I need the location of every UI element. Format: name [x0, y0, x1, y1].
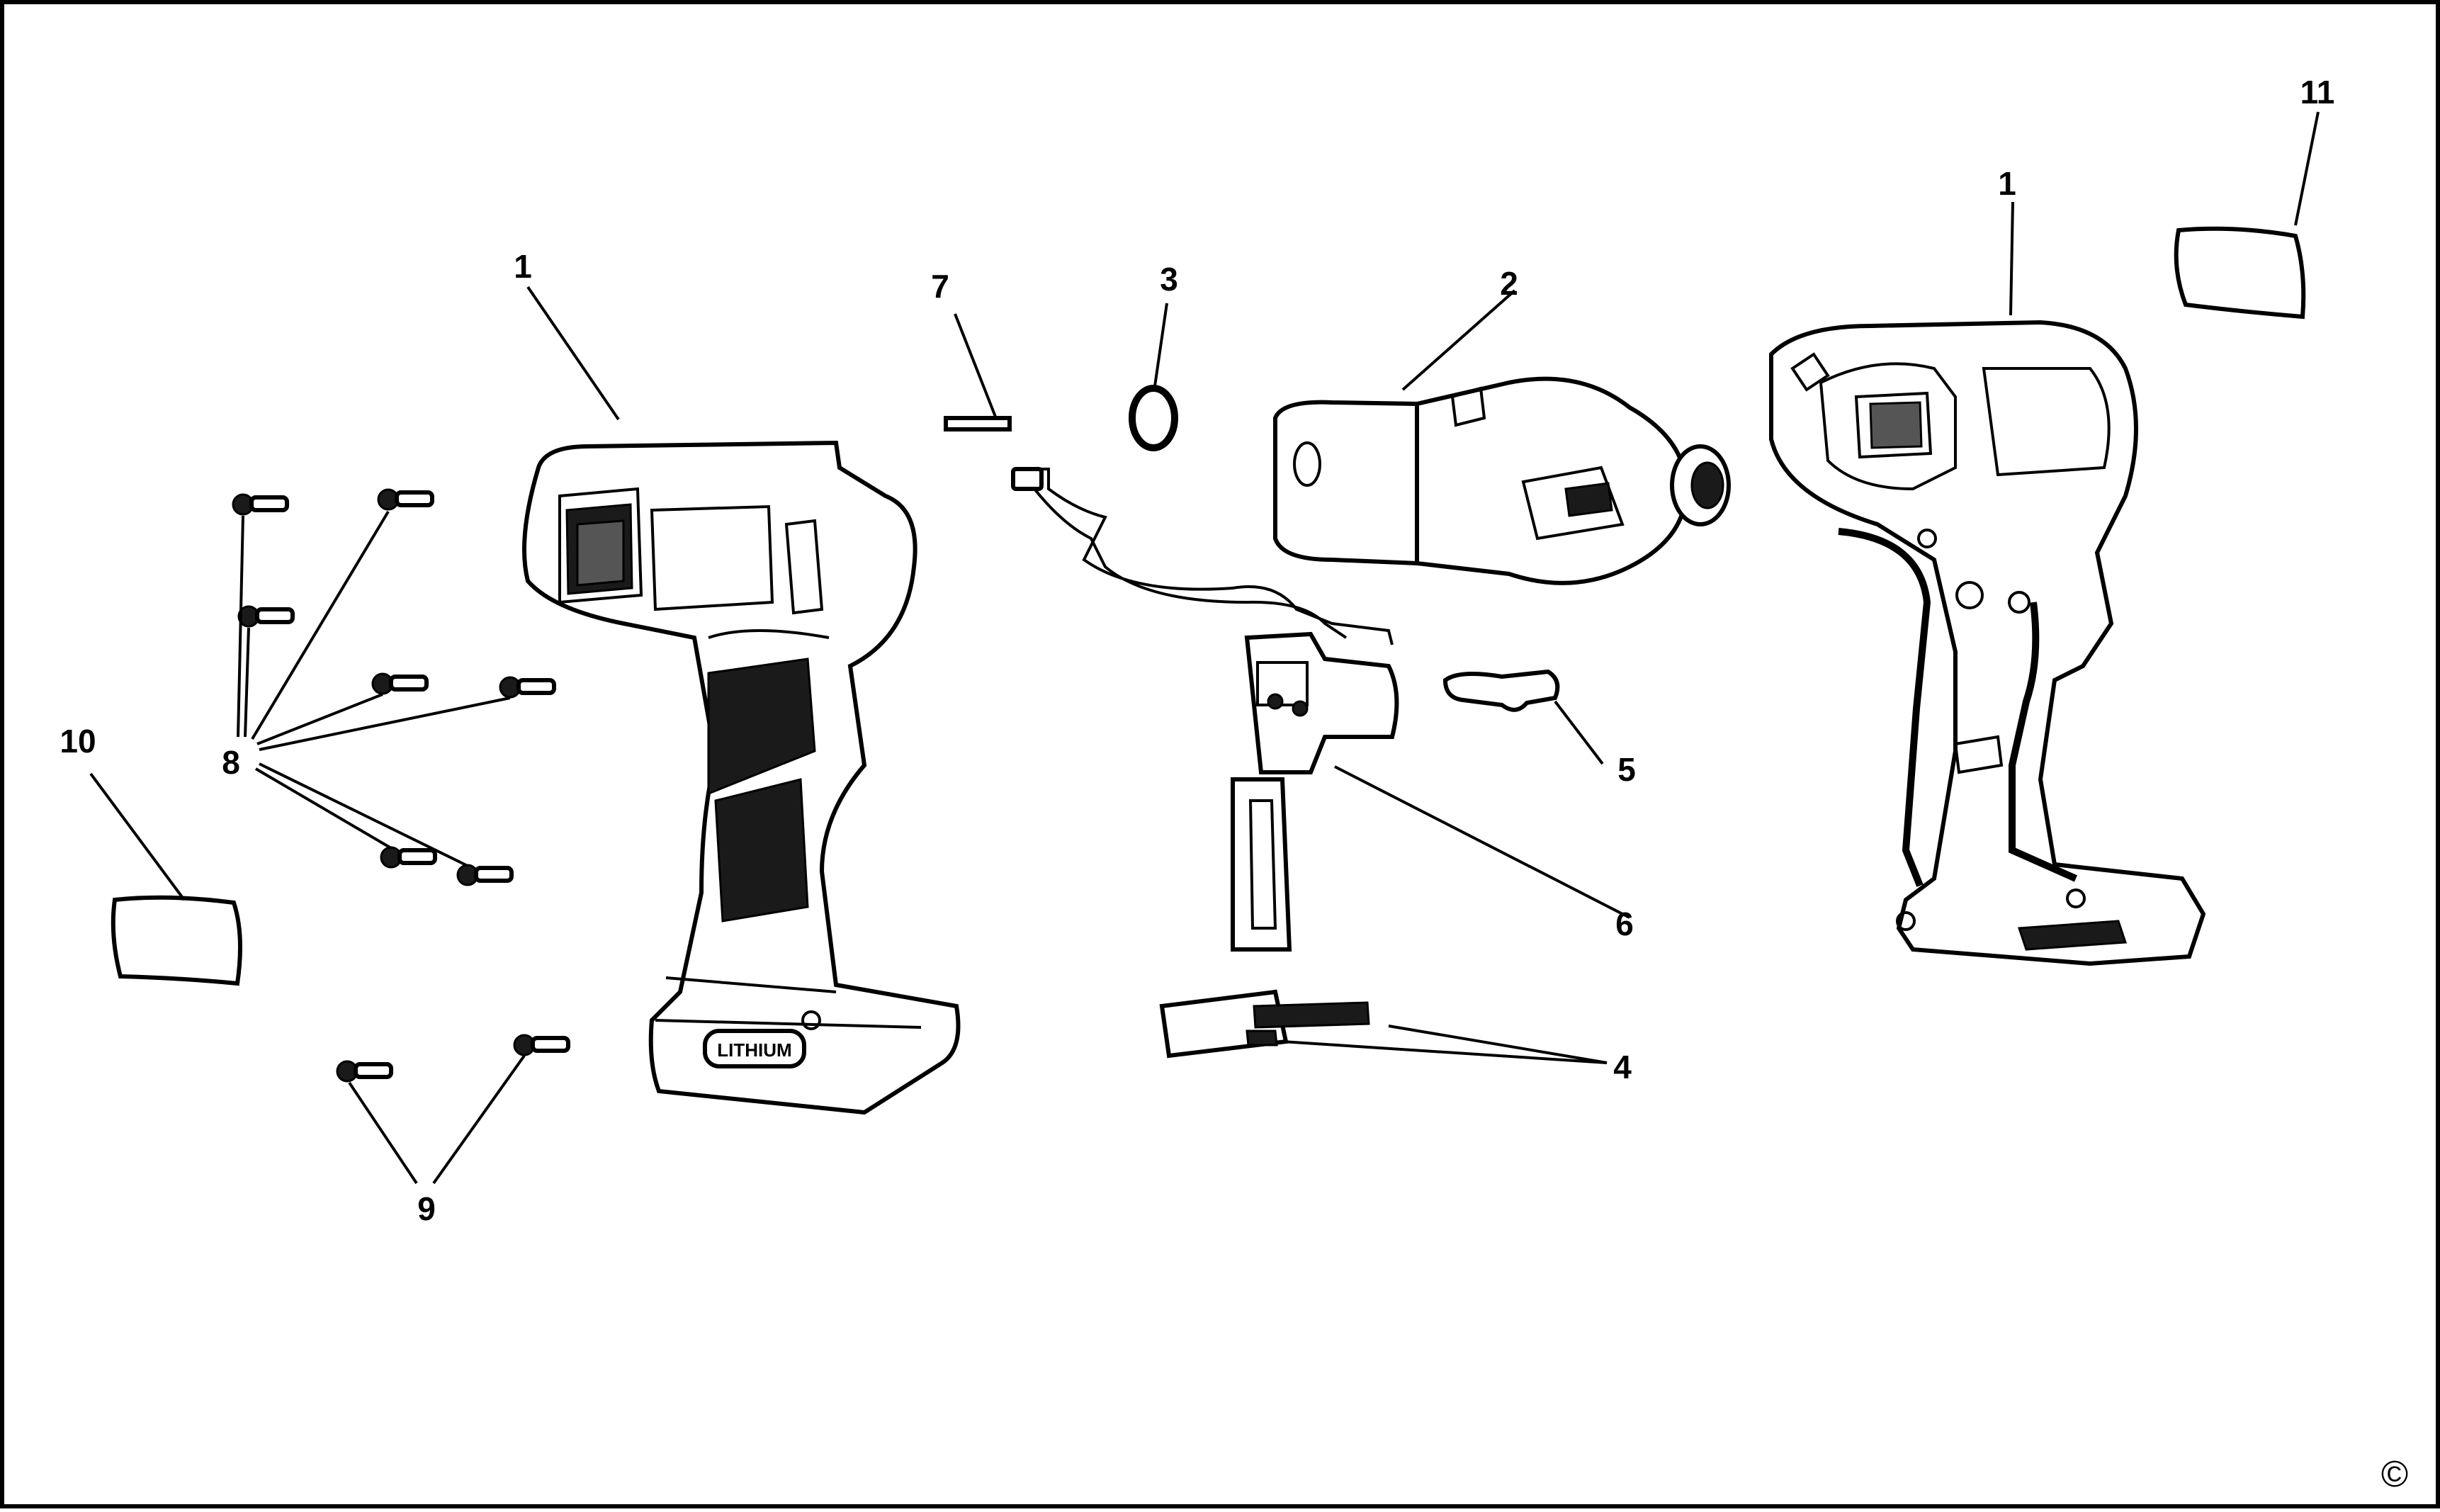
screw — [513, 1034, 570, 1056]
screws-4 — [1246, 1001, 1370, 1046]
screw — [237, 605, 295, 628]
right-housing-half — [1769, 320, 2206, 966]
forward-reverse-lever-5 — [1442, 669, 1560, 712]
callout-6: 6 — [1615, 905, 1634, 942]
housing-badge-text: LITHIUM — [717, 1039, 791, 1061]
callout-9: 9 — [417, 1190, 436, 1227]
callout-1-right: 1 — [1998, 165, 2016, 202]
copyright-mark: © — [2381, 1454, 2408, 1495]
left-housing-half: LITHIUM — [522, 440, 961, 1115]
callout-10: 10 — [60, 723, 96, 760]
leader-lines — [89, 111, 2320, 1185]
screw — [371, 672, 429, 695]
screw — [499, 676, 556, 699]
callout-2: 2 — [1500, 265, 1518, 302]
label-plate-10 — [111, 895, 242, 986]
label-plate-11 — [2174, 226, 2306, 320]
gearbox-assembly-2 — [1273, 376, 1731, 585]
screws-group-9 — [336, 1034, 570, 1083]
callout-5: 5 — [1617, 751, 1636, 788]
callout-1-left: 1 — [514, 248, 532, 285]
screw — [232, 493, 289, 516]
callout-7: 7 — [931, 268, 949, 305]
o-ring-3 — [1129, 385, 1178, 451]
housing-badge — [703, 1029, 806, 1068]
spacer-7 — [944, 416, 1012, 431]
screw — [336, 1060, 393, 1083]
callout-3: 3 — [1160, 261, 1178, 298]
callout-4: 4 — [1613, 1049, 1632, 1085]
callout-11: 11 — [2300, 74, 2335, 111]
screw — [456, 864, 514, 886]
callout-8: 8 — [222, 744, 240, 781]
screw — [380, 846, 437, 869]
screws-group-8 — [232, 488, 556, 886]
screw — [377, 488, 434, 511]
callout-labels: 1 1 2 3 4 5 6 7 8 9 10 11 — [60, 74, 2334, 1227]
